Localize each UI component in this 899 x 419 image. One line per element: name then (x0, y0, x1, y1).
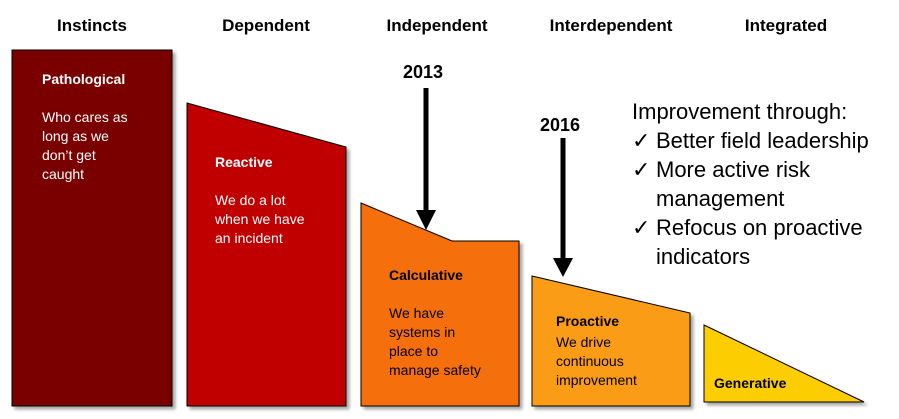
year-label-2016: 2016 (540, 115, 581, 135)
stage-desc-pathological: Who cares as long as we don’t get caught (42, 109, 128, 182)
column-header-dependent: Dependent (222, 16, 310, 35)
stage-desc-proactive: We drive continuous improvement (556, 334, 637, 388)
arrow-2016 (553, 138, 573, 277)
stage-shape-pathological (11, 49, 173, 407)
column-header-integrated: Integrated (744, 16, 828, 35)
stage-desc-calculative: We have systems in place to manage safet… (389, 305, 481, 378)
column-header-instincts: Instincts (57, 16, 127, 35)
column-header-interdependent: Interdependent (549, 16, 673, 35)
improvement-item-text: More active risk management (656, 157, 811, 211)
stage-desc-reactive: We do a lot when we have an incident (215, 192, 305, 246)
improvement-item: ✓ Better field leadership (632, 126, 869, 155)
improvement-list: Improvement through: ✓ Better field lead… (632, 97, 869, 271)
stage-label-generative: Generative (714, 375, 787, 391)
arrow-2013 (416, 88, 436, 230)
stage-label-calculative: Calculative (389, 267, 463, 283)
stage-shape-reactive (186, 102, 347, 407)
year-label-2013: 2013 (403, 62, 444, 82)
stage-label-proactive: Proactive (556, 313, 620, 329)
stage-shape-proactive (531, 275, 691, 407)
check-icon: ✓ (632, 128, 651, 153)
improvement-item: ✓ More active risk management (632, 155, 869, 213)
check-icon: ✓ (632, 215, 651, 240)
column-header-independent: Independent (386, 16, 488, 35)
stage-label-reactive: Reactive (215, 154, 273, 170)
stage-shape-generative (703, 324, 865, 403)
stage-label-pathological: Pathological (42, 71, 126, 87)
check-icon: ✓ (632, 157, 651, 182)
improvement-heading: Improvement through: (632, 99, 848, 124)
improvement-item: ✓ Refocus on proactive indicators (632, 213, 869, 271)
improvement-item-text: Refocus on proactive indicators (656, 215, 863, 269)
stage-shape-calculative (360, 202, 520, 407)
improvement-item-text: Better field leadership (656, 128, 869, 153)
